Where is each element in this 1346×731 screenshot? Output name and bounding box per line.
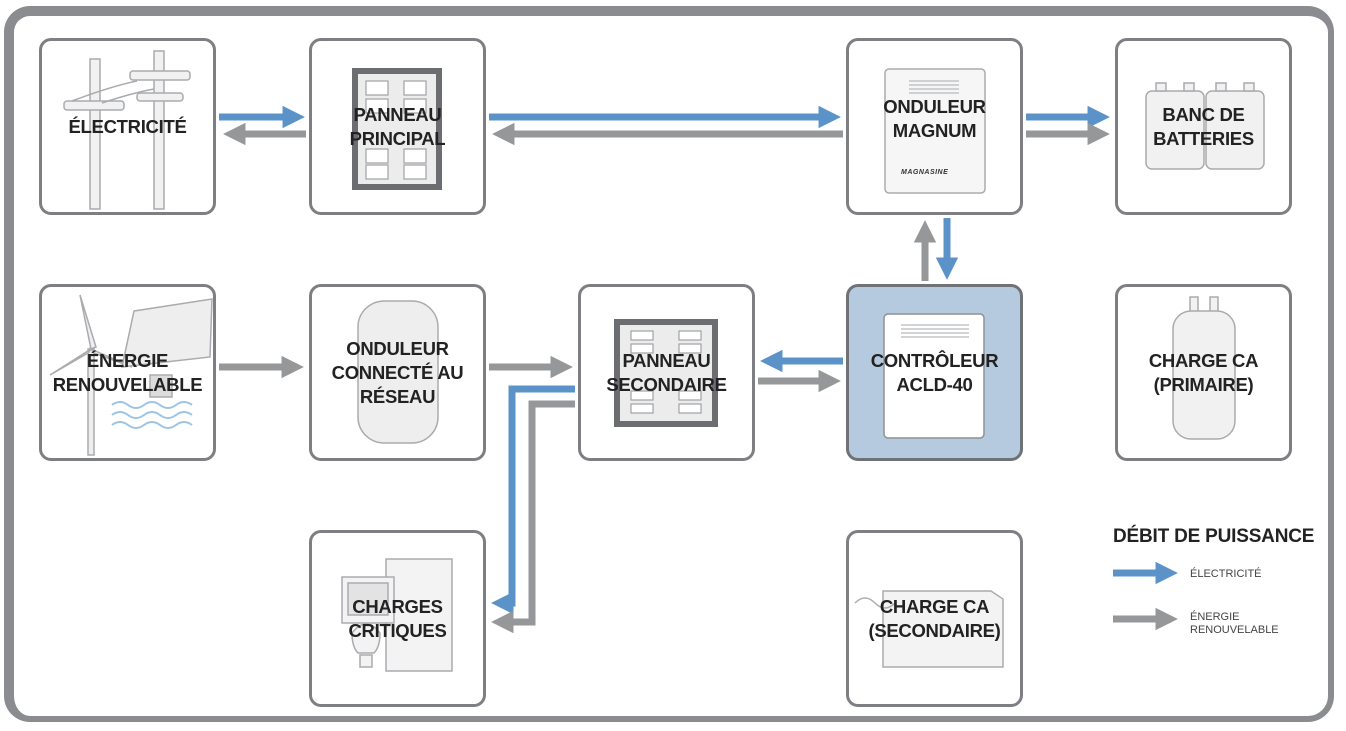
node-charge-primaire: CHARGE CA (PRIMAIRE) — [1115, 284, 1292, 461]
sub-panel-icon — [614, 319, 718, 427]
water-heater-icon — [1172, 296, 1236, 440]
node-banc-batteries-label: BANC DE BATTERIES — [1153, 103, 1254, 149]
controller-icon — [883, 313, 985, 439]
node-charges-critiques-label: CHARGES CRITIQUES — [348, 595, 447, 641]
legend-renouvelable-label: ÉNERGIE RENOUVELABLE — [1190, 611, 1279, 636]
node-onduleur-magnum: ONDULEUR MAGNUM MAGNASINE — [846, 38, 1023, 215]
node-electricite: ÉLECTRICITÉ — [39, 38, 216, 215]
node-onduleur-reseau: ONDULEUR CONNECTÉ AU RÉSEAU — [309, 284, 486, 461]
node-controleur-label: CONTRÔLEUR ACLD-40 — [870, 349, 999, 395]
inverter-icon — [884, 68, 986, 194]
electrical-panel-icon — [352, 68, 442, 190]
legend-electricite-label: ÉLECTRICITÉ — [1190, 568, 1262, 580]
node-charge-primaire-label: CHARGE CA (PRIMAIRE) — [1148, 349, 1259, 395]
node-onduleur-magnum-label: ONDULEUR MAGNUM — [883, 95, 986, 141]
node-panneau-principal: PANNEAU PRINCIPAL — [309, 38, 486, 215]
node-energie-renouvelable: ÉNERGIE RENOUVELABLE — [39, 284, 216, 461]
node-electricite-label: ÉLECTRICITÉ — [68, 115, 187, 137]
battery-bank-icon — [1145, 82, 1265, 170]
ev-charger-icon — [854, 590, 1004, 668]
node-onduleur-reseau-label: ONDULEUR CONNECTÉ AU RÉSEAU — [331, 337, 464, 407]
wind-solar-icon — [49, 294, 213, 456]
node-charge-secondaire-label: CHARGE CA (SECONDAIRE) — [868, 595, 1001, 641]
node-panneau-principal-label: PANNEAU PRINCIPAL — [349, 103, 446, 149]
legend-title: DÉBIT DE PUISSANCE — [1113, 526, 1315, 547]
node-panneau-secondaire-label: PANNEAU SECONDAIRE — [606, 349, 727, 395]
arrow-panneau-secondaire-to-critiques-gray — [491, 400, 575, 634]
node-charges-critiques: CHARGES CRITIQUES — [309, 530, 486, 707]
power-pole-icon — [63, 50, 191, 210]
node-controleur: CONTRÔLEUR ACLD-40 — [846, 284, 1023, 461]
magnasine-brand: MAGNASINE — [901, 169, 949, 176]
appliances-icon — [341, 558, 453, 672]
node-panneau-secondaire: PANNEAU SECONDAIRE — [578, 284, 755, 461]
node-charge-secondaire: CHARGE CA (SECONDAIRE) — [846, 530, 1023, 707]
node-energie-renouvelable-label: ÉNERGIE RENOUVELABLE — [52, 349, 203, 395]
grid-inverter-icon — [357, 300, 439, 444]
node-banc-batteries: BANC DE BATTERIES — [1115, 38, 1292, 215]
arrow-panneau-secondaire-to-critiques-blue — [491, 385, 575, 615]
